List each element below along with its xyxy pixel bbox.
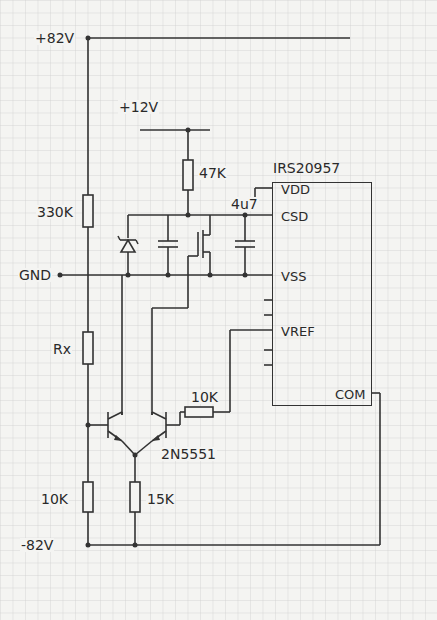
- resistor-value: 10K: [40, 492, 69, 506]
- pin-name: CSD: [281, 210, 308, 223]
- part-number: 2N5551: [160, 447, 217, 461]
- net-label: GND: [18, 268, 52, 282]
- ic-box: IRS20957VDDCSDVSSVREFCOM: [272, 182, 372, 406]
- voltage-label: -82V: [20, 538, 54, 552]
- pin-name: VDD: [281, 183, 310, 196]
- resistor-value: 10K: [190, 390, 219, 404]
- pin-name: VSS: [281, 270, 306, 283]
- voltage-label: +82V: [34, 31, 75, 45]
- voltage-label: +12V: [118, 100, 159, 114]
- capacitor-value: 4u7: [230, 197, 259, 211]
- resistor-value: 330K: [36, 205, 74, 219]
- pin-name: COM: [335, 388, 366, 401]
- resistor-value: 47K: [198, 166, 227, 180]
- pin-name: VREF: [281, 325, 315, 338]
- chip-name: IRS20957: [273, 161, 340, 175]
- resistor-value: 15K: [146, 492, 175, 506]
- resistor-value: Rx: [52, 342, 72, 356]
